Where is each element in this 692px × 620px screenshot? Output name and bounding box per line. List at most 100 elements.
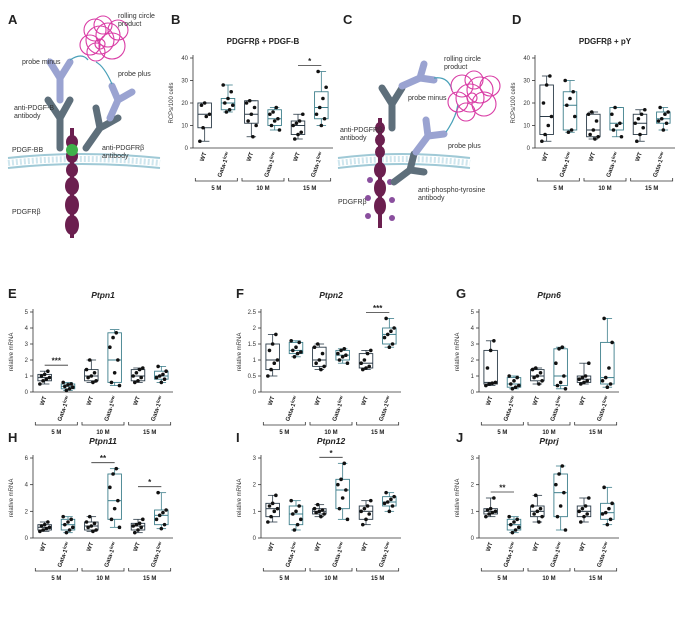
data-point — [558, 380, 563, 385]
data-point — [116, 498, 120, 503]
data-point — [251, 134, 255, 139]
data-point — [223, 101, 227, 105]
data-point — [314, 112, 319, 117]
data-point — [94, 379, 98, 383]
y-tick-label: 20 — [181, 101, 188, 107]
panel-letter-e: E — [8, 286, 17, 301]
group-bracket — [480, 568, 524, 572]
data-point — [319, 367, 323, 372]
data-point — [586, 112, 591, 117]
data-point — [67, 387, 72, 391]
data-point — [342, 461, 347, 466]
box-iqr — [314, 91, 329, 120]
box-iqr — [539, 84, 554, 135]
chart-title: Ptpn11 — [89, 436, 117, 446]
box-3 — [84, 514, 99, 534]
data-point — [134, 522, 139, 527]
group-bracket — [574, 422, 618, 426]
data-point — [108, 345, 112, 350]
data-point — [229, 89, 233, 94]
box-3 — [586, 110, 601, 141]
data-point — [533, 366, 538, 370]
data-point — [582, 514, 586, 519]
data-point — [295, 351, 300, 356]
data-point — [44, 377, 49, 382]
data-point — [633, 121, 637, 126]
data-point — [364, 517, 368, 522]
y-tick-label: 4 — [25, 483, 29, 489]
data-point — [275, 506, 280, 511]
x-category-label: WT — [532, 541, 541, 552]
data-point — [385, 332, 390, 337]
data-point — [269, 123, 274, 128]
box-2 — [220, 83, 236, 114]
box-5 — [290, 112, 306, 141]
y-tick-label: 40 — [523, 56, 530, 62]
data-point — [42, 372, 47, 377]
data-point — [390, 342, 395, 346]
group-label: 5 M — [279, 576, 289, 582]
data-point — [112, 506, 117, 511]
data-point — [562, 490, 566, 495]
panel-letter-b: B — [171, 12, 180, 27]
x-category-label: WT — [361, 395, 370, 406]
box-1 — [265, 332, 280, 378]
data-point — [336, 351, 340, 356]
box-2 — [288, 498, 304, 532]
data-point — [297, 119, 302, 123]
chart-title: Ptpn1 — [91, 290, 115, 300]
data-point — [161, 372, 165, 377]
y-tick-label: 1 — [253, 509, 257, 515]
group-label: 15 M — [589, 430, 602, 436]
data-point — [580, 506, 585, 511]
data-point — [297, 504, 302, 508]
box-4 — [107, 466, 122, 530]
data-point — [315, 342, 320, 346]
y-tick-label: 5 — [25, 310, 29, 316]
data-point — [109, 517, 114, 522]
data-point — [271, 110, 275, 114]
group-bracket — [309, 568, 353, 572]
group-bracket — [81, 568, 125, 572]
data-point — [272, 509, 277, 514]
data-point — [244, 101, 249, 105]
data-point — [337, 358, 342, 362]
label-pdgfrb-c: PDGFRβ — [338, 199, 367, 206]
label-probe-plus-c: probe plus — [448, 143, 481, 150]
data-point — [63, 522, 67, 527]
data-point — [141, 517, 145, 522]
panel-letter-i: I — [236, 430, 240, 445]
data-point — [563, 528, 568, 532]
data-point — [603, 510, 608, 515]
x-category-label: WT — [246, 151, 255, 162]
x-category-label: WT — [86, 395, 95, 406]
data-point — [67, 528, 72, 532]
data-point — [610, 340, 614, 345]
data-point — [492, 339, 496, 343]
data-point — [569, 128, 574, 132]
box-iqr — [288, 505, 304, 526]
box-iqr — [382, 496, 397, 507]
data-point — [365, 504, 370, 508]
data-point — [293, 137, 297, 141]
data-point — [390, 504, 395, 508]
y-tick-label: 2 — [253, 326, 257, 332]
data-point — [562, 374, 566, 378]
data-point — [204, 114, 209, 119]
data-point — [579, 382, 583, 386]
y-tick-label: 4 — [471, 326, 475, 332]
x-category-label: Gata-1low — [283, 540, 300, 568]
box-6 — [154, 364, 169, 385]
data-point — [510, 530, 515, 535]
box-2 — [506, 374, 522, 391]
box-iqr — [107, 332, 122, 383]
y-tick-label: 0 — [25, 390, 29, 396]
data-point — [619, 134, 624, 139]
data-point — [117, 525, 122, 530]
data-point — [317, 358, 322, 362]
